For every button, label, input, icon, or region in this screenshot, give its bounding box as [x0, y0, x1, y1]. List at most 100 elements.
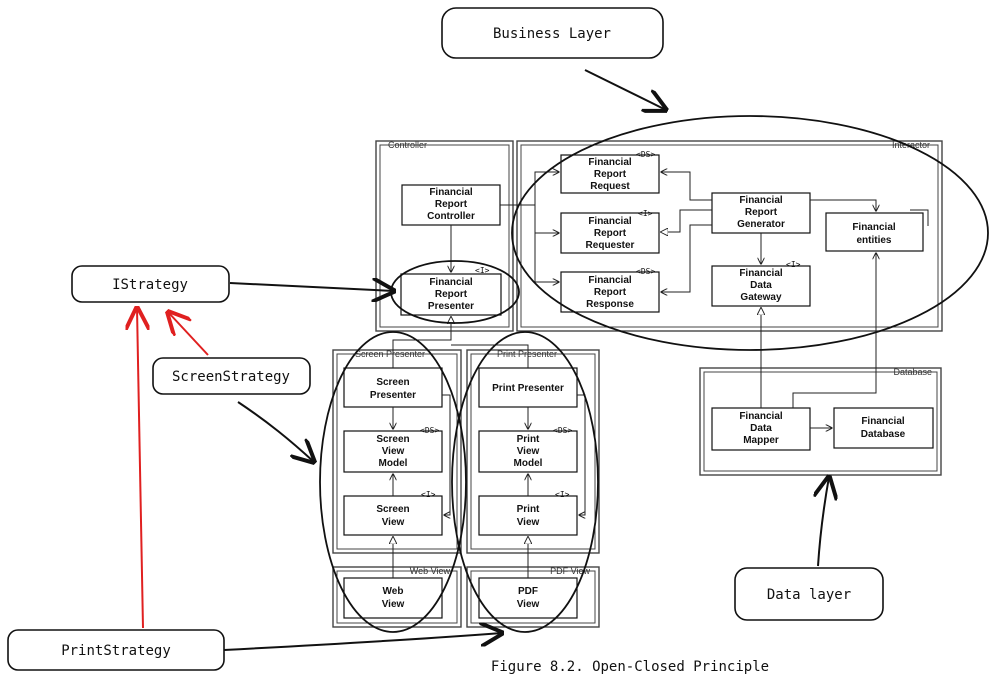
- financial-report-presenter-box: <I> Financial Report Presenter: [400, 266, 502, 316]
- svg-text:Model: Model: [514, 458, 543, 469]
- financial-report-requester-box: <I> Financial Report Requester: [560, 209, 660, 254]
- data-structure-stereotype: <DS>: [420, 426, 439, 435]
- financial-data-gateway-box: <I> Financial Data Gateway: [711, 260, 811, 307]
- financial-entities-box: Financial entities: [825, 209, 929, 252]
- financial-report-response-box: <DS> Financial Report Response: [560, 267, 660, 313]
- svg-text:PDF: PDF: [518, 586, 538, 597]
- business-layer-note: Business Layer: [441, 7, 664, 59]
- data-structure-stereotype: <DS>: [553, 426, 572, 435]
- print-presenter-frame: Print Presenter: [466, 349, 600, 554]
- print-strategy-note: PrintStrategy: [7, 629, 225, 671]
- print-presenter-frame-label: Print Presenter: [497, 349, 557, 359]
- svg-text:Screen: Screen: [376, 434, 409, 445]
- svg-text:View: View: [382, 517, 405, 528]
- svg-text:Financial: Financial: [739, 268, 783, 279]
- controller-frame-label: Controller: [388, 140, 427, 150]
- svg-text:Print: Print: [517, 434, 540, 445]
- controller-frame: Controller: [375, 140, 514, 332]
- svg-text:Data: Data: [750, 280, 772, 291]
- svg-text:Gateway: Gateway: [740, 292, 782, 303]
- svg-text:PrintStrategy: PrintStrategy: [61, 643, 171, 659]
- svg-text:Mapper: Mapper: [743, 435, 779, 446]
- svg-text:Financial: Financial: [429, 187, 473, 198]
- financial-report-request-box: <DS> Financial Report Request: [560, 150, 660, 194]
- web-view-frame: Web View: [332, 566, 462, 628]
- interface-stereotype: <I>: [475, 266, 490, 275]
- svg-text:Financial: Financial: [739, 411, 783, 422]
- svg-text:Financial: Financial: [429, 277, 473, 288]
- financial-report-generator-box: Financial Report Generator: [711, 192, 811, 234]
- svg-text:Financial: Financial: [588, 275, 632, 286]
- svg-text:IStrategy: IStrategy: [112, 277, 188, 293]
- annotation-arrows: [223, 69, 829, 651]
- svg-text:Data layer: Data layer: [767, 587, 851, 603]
- svg-text:Presenter: Presenter: [370, 390, 416, 401]
- print-column-ellipse: [451, 331, 599, 633]
- svg-text:Report: Report: [435, 289, 468, 300]
- data-structure-stereotype: <DS>: [636, 267, 655, 276]
- interface-stereotype: <I>: [421, 490, 436, 499]
- istrategy-note: IStrategy: [71, 265, 230, 303]
- print-view-box: <I> Print View: [478, 490, 578, 536]
- interactor-frame-label: Interactor: [892, 140, 930, 150]
- svg-text:Controller: Controller: [427, 211, 475, 222]
- financial-report-controller-box: Financial Report Controller: [401, 184, 501, 226]
- svg-text:Financial: Financial: [861, 416, 905, 427]
- svg-text:Print: Print: [517, 504, 540, 515]
- business-layer-ellipse: [511, 115, 989, 351]
- svg-text:Model: Model: [379, 458, 408, 469]
- financial-database-box: Financial Database: [833, 407, 934, 449]
- svg-text:View: View: [382, 446, 405, 457]
- svg-text:View: View: [382, 599, 405, 610]
- svg-text:View: View: [517, 599, 540, 610]
- svg-text:Generator: Generator: [737, 219, 785, 230]
- screen-view-model-box: <DS> Screen View Model: [343, 426, 443, 473]
- svg-text:Web: Web: [383, 586, 404, 597]
- screen-view-box: <I> Screen View: [343, 490, 443, 536]
- pdf-view-frame-label: PDF View: [550, 566, 590, 576]
- svg-text:Presenter: Presenter: [428, 301, 474, 312]
- svg-text:Report: Report: [435, 199, 468, 210]
- svg-text:Response: Response: [586, 299, 634, 310]
- svg-text:Database: Database: [861, 429, 906, 440]
- figure-caption: Figure 8.2. Open-Closed Principle: [491, 659, 769, 675]
- interface-stereotype: <I>: [638, 209, 653, 218]
- screen-strategy-note: ScreenStrategy: [152, 357, 311, 395]
- svg-text:Requester: Requester: [586, 240, 635, 251]
- svg-text:Report: Report: [594, 169, 627, 180]
- screen-column-ellipse: [319, 331, 467, 633]
- highlight-ellipses: [319, 115, 989, 633]
- svg-text:Report: Report: [745, 207, 778, 218]
- web-view-box: Web View: [343, 577, 443, 619]
- financial-data-mapper-box: Financial Data Mapper: [711, 407, 811, 451]
- data-layer-note: Data layer: [734, 567, 884, 621]
- interface-stereotype: <I>: [786, 260, 801, 269]
- interface-stereotype: <I>: [555, 490, 570, 499]
- strategy-inheritance-arrows: [137, 308, 209, 629]
- web-view-frame-label: Web View: [410, 566, 451, 576]
- svg-text:entities: entities: [856, 235, 891, 246]
- print-presenter-box: Print Presenter: [478, 367, 578, 408]
- screen-presenter-box: Screen Presenter: [343, 367, 443, 408]
- pdf-view-frame: PDF View: [466, 566, 600, 628]
- svg-text:Report: Report: [594, 228, 627, 239]
- svg-text:Screen: Screen: [376, 377, 409, 388]
- print-view-model-box: <DS> Print View Model: [478, 426, 578, 473]
- interactor-frame: Interactor: [516, 140, 943, 332]
- svg-text:Financial: Financial: [588, 216, 632, 227]
- svg-text:Report: Report: [594, 287, 627, 298]
- screen-presenter-frame: Screen Presenter: [332, 349, 462, 554]
- svg-text:Data: Data: [750, 423, 772, 434]
- svg-text:Financial: Financial: [739, 195, 783, 206]
- svg-text:Financial: Financial: [852, 222, 896, 233]
- svg-text:Business Layer: Business Layer: [493, 26, 611, 42]
- svg-text:Screen: Screen: [376, 504, 409, 515]
- screen-presenter-frame-label: Screen Presenter: [355, 349, 425, 359]
- svg-text:View: View: [517, 446, 540, 457]
- svg-text:Financial: Financial: [588, 157, 632, 168]
- svg-text:View: View: [517, 517, 540, 528]
- svg-text:Request: Request: [590, 181, 630, 192]
- database-frame-label: Database: [893, 367, 932, 377]
- svg-text:Print Presenter: Print Presenter: [492, 383, 564, 394]
